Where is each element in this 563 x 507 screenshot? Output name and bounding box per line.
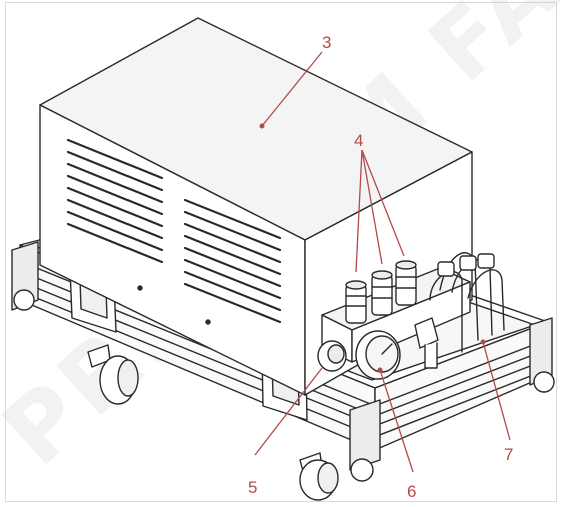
callout-label-6: 6 bbox=[407, 482, 416, 501]
caster-wheel-left bbox=[87, 344, 139, 405]
caster-wheel-front bbox=[299, 452, 339, 501]
corner-bracket-left bbox=[11, 241, 39, 311]
elbow-fitting bbox=[414, 317, 439, 369]
callout-label-5: 5 bbox=[248, 478, 257, 497]
corner-bracket-front bbox=[349, 399, 381, 482]
leader-line-7 bbox=[482, 341, 511, 441]
vent-slots-left bbox=[66, 138, 164, 264]
leader-dot-3 bbox=[259, 123, 265, 129]
power-connector bbox=[317, 340, 347, 372]
vent-slots-right bbox=[183, 198, 282, 324]
leader-line-3 bbox=[261, 51, 323, 127]
leader-dot-7 bbox=[480, 339, 486, 345]
hydraulic-hoses bbox=[429, 252, 505, 353]
pressure-gauge bbox=[355, 330, 401, 380]
quick-coupler bbox=[371, 270, 393, 316]
callout-label-4: 4 bbox=[354, 131, 363, 150]
leader-line-4b bbox=[361, 149, 383, 265]
corner-bracket-right bbox=[529, 317, 555, 393]
leader-line-4c bbox=[361, 149, 405, 257]
leader-dot-6 bbox=[377, 367, 383, 373]
leader-line-6 bbox=[379, 369, 414, 473]
quick-coupler bbox=[345, 280, 367, 324]
leader-line-5 bbox=[254, 367, 323, 456]
quick-couplers bbox=[345, 260, 417, 324]
quick-coupler bbox=[395, 260, 417, 306]
leader-line-4a bbox=[355, 149, 363, 273]
callout-label-3: 3 bbox=[322, 33, 331, 52]
screw bbox=[205, 319, 211, 325]
callout-label-7: 7 bbox=[504, 445, 513, 464]
screw bbox=[137, 285, 143, 291]
figure-border bbox=[5, 2, 557, 502]
